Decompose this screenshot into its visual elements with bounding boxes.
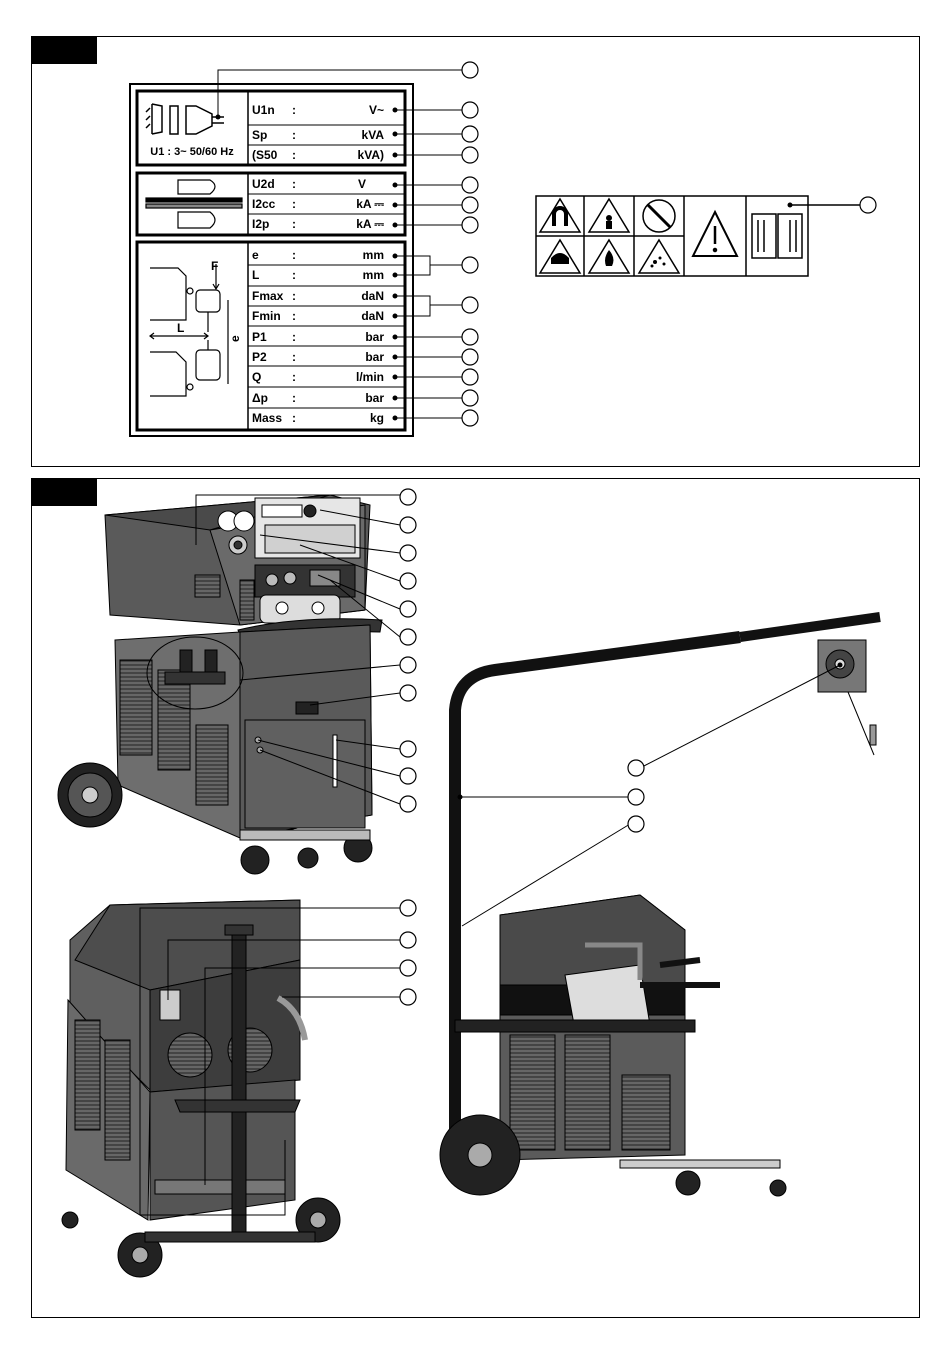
row-symbol: Q xyxy=(252,370,261,384)
row-symbol: U1n xyxy=(252,103,275,117)
row-sep: : xyxy=(292,289,296,303)
rating-plate-diagram: F L e xyxy=(0,0,950,470)
plate-row: P1 : bar xyxy=(252,330,384,346)
row-unit: bar xyxy=(365,350,384,364)
row-symbol: I2p xyxy=(252,217,269,231)
warning-label-panel xyxy=(536,196,860,276)
plate-row: I2p : kA ⎓ xyxy=(252,217,384,233)
row-symbol: Δp xyxy=(252,391,268,405)
plate-row: e : mm xyxy=(252,248,384,264)
row-unit: kVA) xyxy=(358,148,384,162)
row-unit: bar xyxy=(365,330,384,344)
row-sep: : xyxy=(292,411,296,425)
plate-row: Δp : bar xyxy=(252,391,384,407)
plate-row: Sp : kVA xyxy=(252,128,384,144)
plate-row: L : mm xyxy=(252,268,384,284)
plate-row: Mass : kg xyxy=(252,411,384,427)
row-symbol: Fmax xyxy=(252,289,283,303)
plate-row: Fmin : daN xyxy=(252,309,384,325)
row-symbol: L xyxy=(252,268,259,282)
row-sep: : xyxy=(292,128,296,142)
row-unit: kg xyxy=(370,411,384,425)
figure-2-frame xyxy=(31,478,920,1318)
arm-length-label: L xyxy=(177,321,184,335)
row-symbol: Sp xyxy=(252,128,267,142)
row-unit: l/min xyxy=(356,370,384,384)
row-symbol: (S50 xyxy=(252,148,277,162)
row-symbol: Fmin xyxy=(252,309,281,323)
row-unit: V xyxy=(358,177,366,191)
row-sep: : xyxy=(292,248,296,262)
plate-row: P2 : bar xyxy=(252,350,384,366)
row-symbol: P2 xyxy=(252,350,267,364)
arm-force-label: F xyxy=(211,259,218,273)
plate-row: I2cc : kA ⎓ xyxy=(252,197,384,213)
arm-opening-label: e xyxy=(228,335,242,342)
row-sep: : xyxy=(292,148,296,162)
row-sep: : xyxy=(292,350,296,364)
row-sep: : xyxy=(292,391,296,405)
arm-dimensions-icon xyxy=(150,264,228,396)
plate-row: U2d : V xyxy=(252,177,384,193)
row-unit: kA ⎓ xyxy=(356,217,384,232)
mains-plug-icon xyxy=(146,104,224,134)
row-unit: mm xyxy=(363,248,384,262)
row-unit: daN xyxy=(361,289,384,303)
row-sep: : xyxy=(292,309,296,323)
plate-row: Q : l/min xyxy=(252,370,384,386)
row-sep: : xyxy=(292,370,296,384)
row-sep: : xyxy=(292,217,296,231)
row-sep: : xyxy=(292,330,296,344)
figure-2-tab xyxy=(31,478,97,506)
row-symbol: e xyxy=(252,248,259,262)
warning-callout xyxy=(860,197,876,213)
callout-circles xyxy=(462,62,478,426)
row-symbol: U2d xyxy=(252,177,275,191)
row-unit: kVA xyxy=(362,128,384,142)
row-sep: : xyxy=(292,177,296,191)
row-sep: : xyxy=(292,197,296,211)
row-symbol: Mass xyxy=(252,411,282,425)
row-unit: bar xyxy=(365,391,384,405)
row-unit: kA ⎓ xyxy=(356,197,384,212)
row-symbol: I2cc xyxy=(252,197,275,211)
row-unit: daN xyxy=(361,309,384,323)
row-sep: : xyxy=(292,103,296,117)
plate-row: (S50 : kVA) xyxy=(252,148,384,164)
row-unit: mm xyxy=(363,268,384,282)
spot-weld-icon xyxy=(146,180,242,228)
supply-line: U1 : 3~ 50/60 Hz xyxy=(136,146,248,158)
row-unit: V~ xyxy=(369,103,384,117)
row-symbol: P1 xyxy=(252,330,267,344)
row-sep: : xyxy=(292,268,296,282)
plate-row: Fmax : daN xyxy=(252,289,384,305)
plate-row: U1n : V~ xyxy=(252,103,384,119)
